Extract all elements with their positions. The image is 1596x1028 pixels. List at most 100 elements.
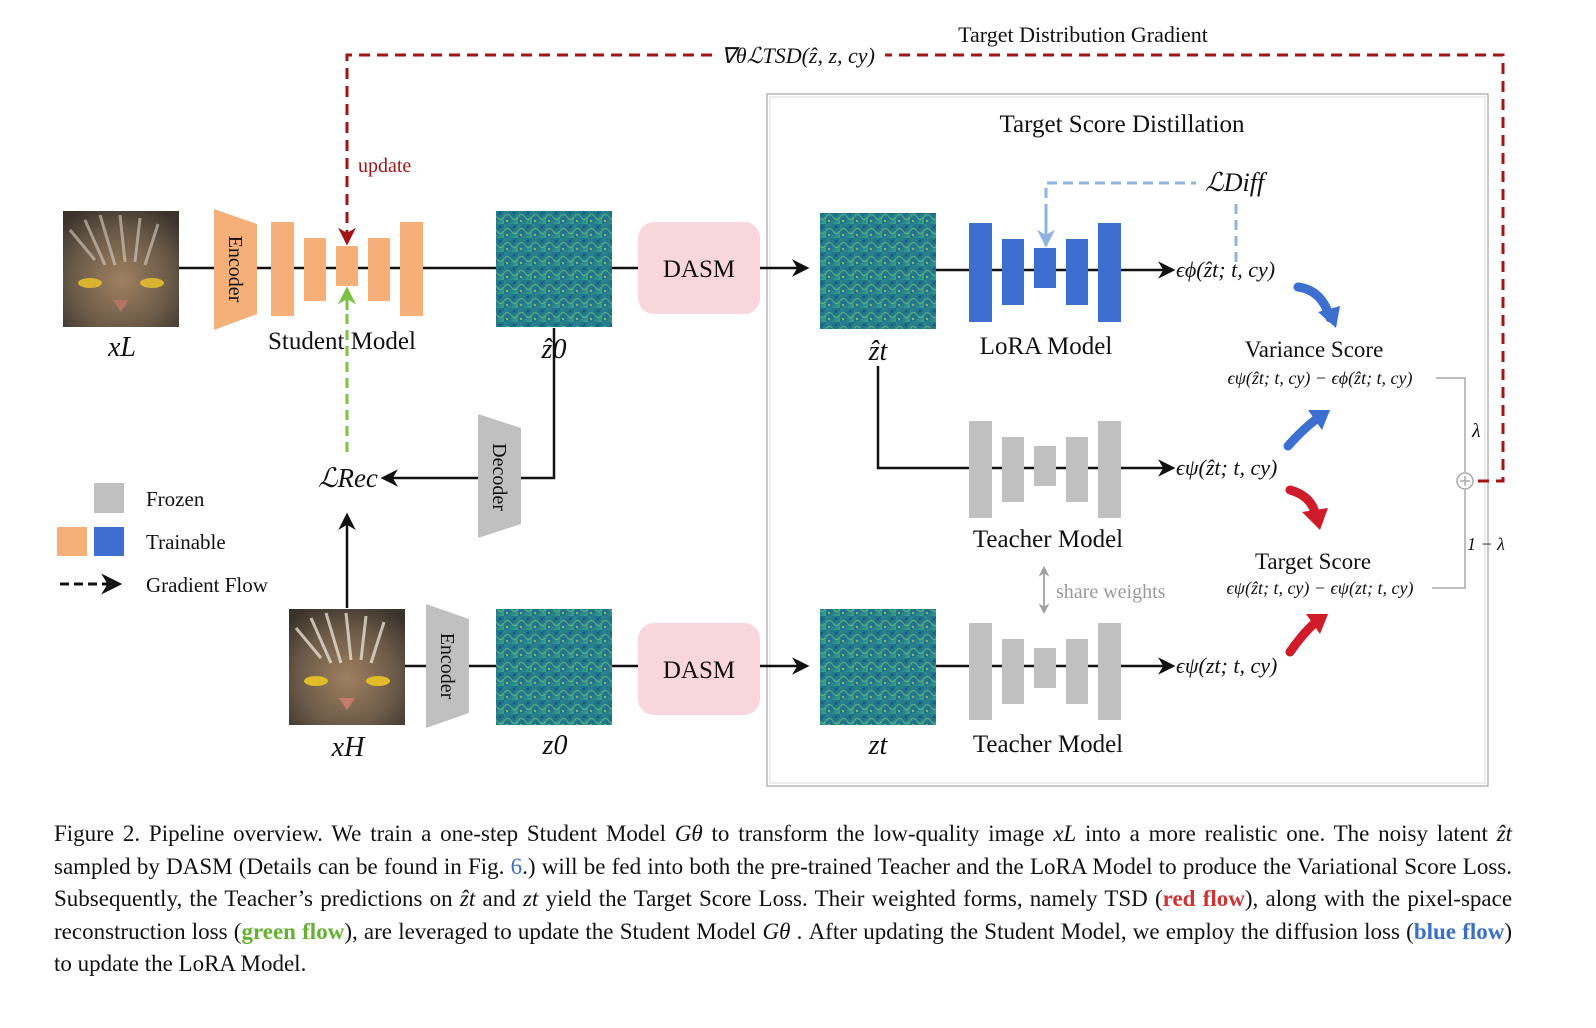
z-hat-0-latent bbox=[496, 211, 612, 327]
lora-block-1 bbox=[969, 223, 992, 322]
teacher-mid-block-2 bbox=[1002, 437, 1024, 502]
tsd-gradient-formula: ∇θℒTSD(ẑ, z, cy) bbox=[721, 43, 875, 68]
caption-x-l: xL bbox=[1053, 821, 1077, 846]
tsd-gradient-path bbox=[347, 53, 1505, 483]
student-model-label: Student Model bbox=[268, 328, 416, 355]
x-l-image bbox=[63, 211, 179, 327]
z-hat-t-latent bbox=[820, 213, 936, 329]
encoder-bottom bbox=[426, 604, 469, 728]
variance-to-sum bbox=[1436, 377, 1466, 472]
dasm-top bbox=[638, 222, 760, 314]
legend-frozen-swatch bbox=[94, 483, 124, 513]
curved-arrow-blue-2-head bbox=[1308, 410, 1330, 430]
curved-arrow-blue-2 bbox=[1283, 413, 1323, 451]
legend-frozen-label: Frozen bbox=[146, 487, 205, 511]
z-t-label: zt bbox=[868, 730, 889, 761]
caption-g-theta-2: Gθ bbox=[762, 918, 791, 944]
z-t-latent bbox=[820, 609, 936, 725]
figure-caption: Figure 2. Pipeline overview. We train a … bbox=[54, 818, 1512, 981]
dasm-top-label: DASM bbox=[663, 256, 735, 283]
target-formula: ϵψ(ẑt; t, cy) − ϵψ(zt; t, cy) bbox=[1227, 578, 1414, 599]
l-rec-label: ℒRec bbox=[318, 463, 378, 493]
caption-s6: and bbox=[482, 886, 516, 911]
link-zt-hat-teacher bbox=[876, 366, 969, 470]
lora-block-4 bbox=[1066, 239, 1088, 305]
eps-psi-label: ϵψ(zt; t, cy) bbox=[1176, 653, 1277, 678]
student-block-4 bbox=[368, 238, 390, 301]
caption-s10: . After updating the Student Model, we e… bbox=[796, 918, 1414, 944]
curved-arrow-blue-1-head bbox=[1318, 306, 1340, 328]
teacher-mid-block-3 bbox=[1034, 446, 1056, 486]
teacher-bottom-block-5 bbox=[1098, 623, 1121, 720]
variance-score-label: Variance Score bbox=[1245, 337, 1384, 362]
lora-model-label: LoRA Model bbox=[980, 333, 1113, 360]
variance-formula: ϵψ(ẑt; t, cy) − ϵϕ(ẑt; t, cy) bbox=[1227, 368, 1412, 389]
legend-gradient-label: Gradient Flow bbox=[146, 573, 269, 597]
curved-arrow-red-2-head bbox=[1306, 614, 1328, 634]
teacher-bottom-label: Teacher Model bbox=[973, 731, 1123, 758]
teacher-mid-block-5 bbox=[1098, 421, 1121, 518]
legend-trainable-blue bbox=[94, 527, 124, 556]
l-diff-bg bbox=[1200, 165, 1272, 199]
caption-s4: sampled by DASM (Details can be found in… bbox=[54, 853, 505, 879]
curved-arrow-red-2 bbox=[1285, 617, 1321, 657]
target-to-sum bbox=[1432, 490, 1466, 589]
legend-trainable-label: Trainable bbox=[146, 530, 226, 554]
caption-s11: ) to update the LoRA Model. bbox=[54, 918, 1513, 977]
lora-block-5 bbox=[1098, 223, 1121, 322]
caption-fig-label: Figure 2. bbox=[54, 821, 141, 846]
caption-green-flow: green flow bbox=[241, 918, 345, 944]
lambda-label: λ bbox=[1471, 420, 1481, 442]
dasm-bottom-label: DASM bbox=[663, 657, 735, 684]
encoder-top bbox=[214, 209, 257, 330]
curved-arrow-red-1-head bbox=[1302, 508, 1328, 530]
x-h-label: xH bbox=[331, 732, 366, 763]
tsd-gradient-title: Target Distribution Gradient bbox=[958, 22, 1208, 47]
eps-phi-label: ϵϕ(ẑt; t, cy) bbox=[1176, 257, 1275, 282]
encoder-bottom-label: Encoder bbox=[436, 633, 458, 700]
caption-s1: Pipeline overview. We train a one-step S… bbox=[148, 821, 666, 846]
eps-psi-hat-label: ϵψ(ẑt; t, cy) bbox=[1176, 455, 1277, 480]
tsd-box-title: Target Score Distillation bbox=[1000, 111, 1245, 138]
teacher-bottom-block-3 bbox=[1034, 648, 1056, 688]
teacher-mid-label: Teacher Model bbox=[973, 526, 1123, 553]
teacher-bottom-block-4 bbox=[1066, 639, 1088, 704]
caption-s8: ), along with the pixel-space reconstruc… bbox=[54, 886, 1513, 944]
teacher-mid-block-4 bbox=[1066, 437, 1088, 502]
student-block-1 bbox=[271, 222, 294, 316]
target-score-label: Target Score bbox=[1255, 549, 1371, 574]
caption-s5: .) will be fed into both the pre-trained… bbox=[54, 853, 1512, 912]
l-diff-label: ℒDiff bbox=[1205, 168, 1268, 197]
student-block-3 bbox=[336, 246, 358, 286]
caption-z-hat-t: ẑt bbox=[1496, 821, 1513, 846]
caption-z-hat-t-2: ẑt bbox=[459, 886, 476, 911]
sum-node-plus bbox=[1460, 476, 1470, 486]
caption-s2: to transform the low-quality image bbox=[711, 821, 1045, 846]
lora-block-2 bbox=[1002, 239, 1024, 305]
tsd-box-inner bbox=[769, 96, 1486, 784]
decoder bbox=[478, 414, 521, 538]
teacher-mid-block-1 bbox=[969, 421, 992, 518]
z0-hat-to-decoder bbox=[521, 328, 556, 480]
z-0-label: z0 bbox=[542, 730, 568, 761]
decoder-label: Decoder bbox=[488, 443, 510, 511]
caption-blue-flow: blue flow bbox=[1413, 918, 1505, 944]
one-minus-lambda-label: 1 − λ bbox=[1467, 534, 1505, 554]
pipeline-diagram: Target Score Distillation Target Distrib… bbox=[57, 22, 1505, 787]
caption-s3: into a more realistic one. The noisy lat… bbox=[1085, 821, 1488, 846]
teacher-bottom-block-1 bbox=[969, 623, 992, 720]
z-hat-t-label: ẑt bbox=[868, 336, 889, 367]
teacher-bottom-block-2 bbox=[1002, 639, 1024, 704]
caption-s9: ), are leveraged to update the Student M… bbox=[344, 918, 757, 944]
caption-s7: yield the Target Score Loss. Their weigh… bbox=[545, 886, 1163, 911]
x-l-label: xL bbox=[107, 332, 136, 363]
caption-z-t: zt bbox=[522, 886, 539, 911]
student-block-5 bbox=[400, 222, 423, 316]
caption-red-flow: red flow bbox=[1162, 886, 1245, 911]
caption-fig-ref[interactable]: 6 bbox=[510, 853, 523, 879]
encoder-top-label: Encoder bbox=[224, 236, 246, 303]
share-weights-label: share weights bbox=[1056, 581, 1166, 603]
z-0-latent bbox=[496, 609, 612, 725]
lora-block-3 bbox=[1034, 248, 1056, 288]
student-block-2 bbox=[304, 238, 326, 301]
